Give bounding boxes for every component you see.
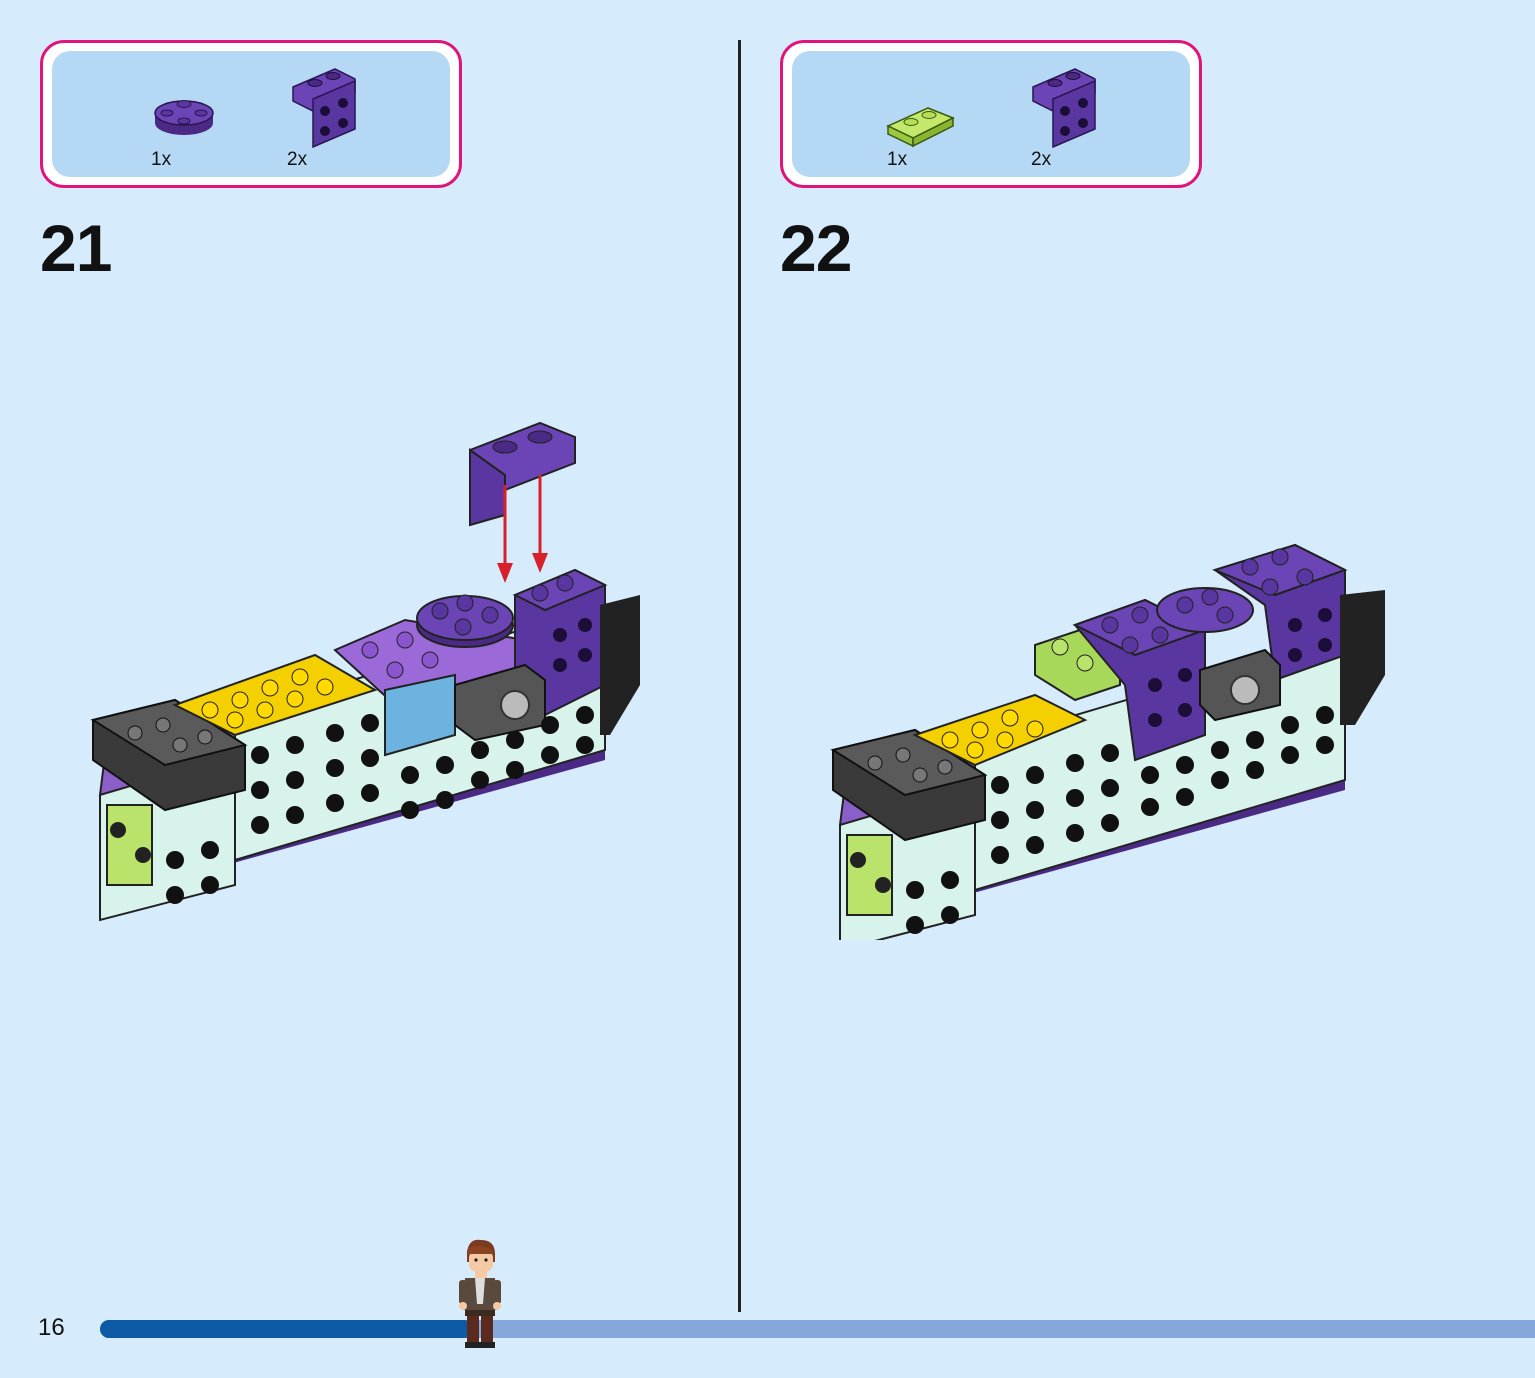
step-22-assembly-illustration: [830, 543, 1385, 940]
minifigure-progress-marker-icon: [459, 1239, 501, 1348]
step-divider: [738, 40, 741, 1312]
part-quantity: 2x: [287, 149, 308, 170]
progress-bar: [100, 1320, 1535, 1338]
parts-list-step-22: 1x 2x: [780, 40, 1202, 188]
step-21-assembly-illustration: [90, 421, 640, 922]
purple-bracket-icon: [292, 68, 356, 149]
part-quantity: 1x: [151, 149, 172, 170]
parts-list-step-21: 1x 2x: [40, 40, 462, 188]
page-number: 16: [38, 1314, 65, 1341]
purple-bracket-icon: [1032, 68, 1096, 149]
step-number: 22: [780, 211, 852, 285]
lime-plate-1x2-icon: [886, 107, 955, 148]
progress-bar-fill: [100, 1320, 474, 1338]
purple-round-plate-icon: [154, 100, 214, 135]
parts-list-background: [52, 51, 450, 177]
part-quantity: 1x: [887, 149, 908, 170]
part-quantity: 2x: [1031, 149, 1052, 170]
parts-list-background: [792, 51, 1190, 177]
step-number: 21: [40, 211, 112, 285]
